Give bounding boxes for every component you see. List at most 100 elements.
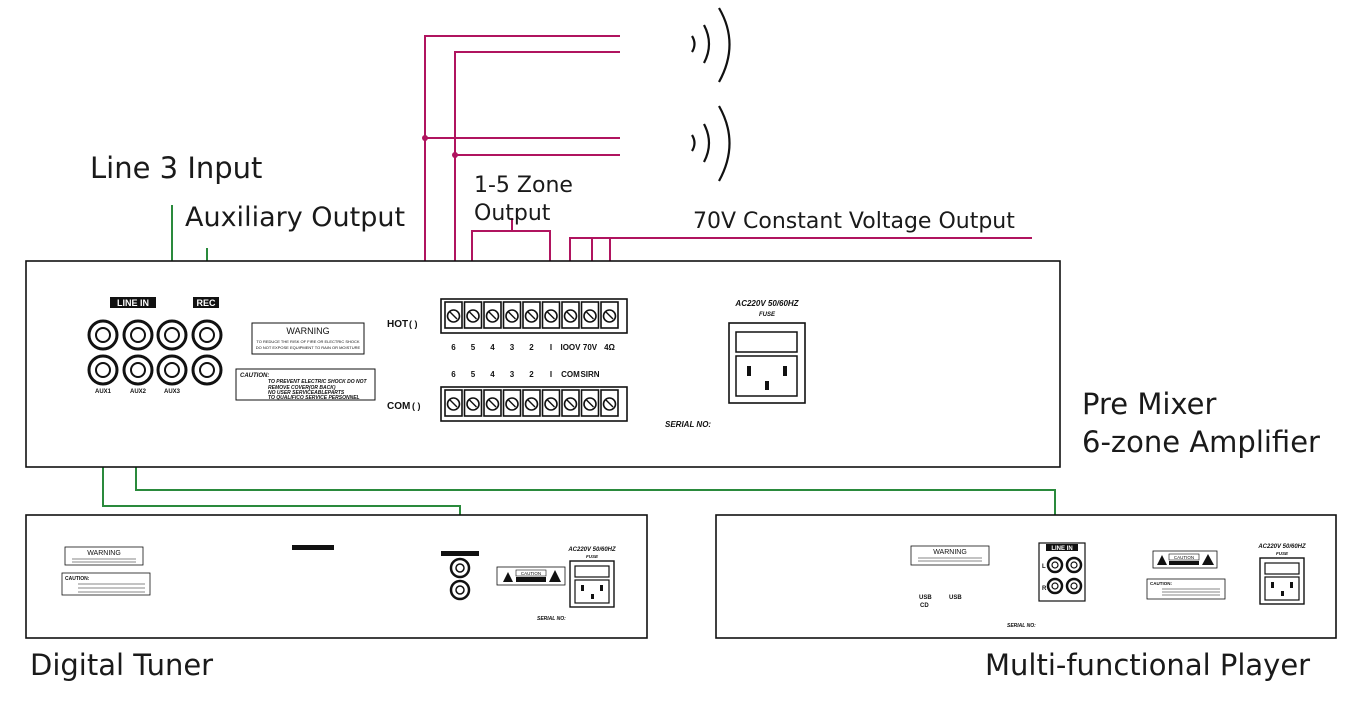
speaker-2-icon [691, 105, 731, 182]
amplifier-panel: LINE IN REC AUX1 AUX2 AUX3 WARNING TO RE… [25, 260, 1061, 468]
aux1-label: AUX1 [95, 389, 112, 395]
rca-jack-2[interactable] [122, 319, 154, 351]
zone-output-label-1: 1-5 Zone [474, 173, 573, 198]
com-number-2: 5 [471, 370, 476, 379]
com-terminal-6[interactable] [541, 389, 561, 417]
player-cd-label: CD [920, 603, 929, 609]
tuner-panel: WARNING CAUTION: CAUTION AC220V 50/60H [25, 514, 648, 639]
svg-text:CAUTION:: CAUTION: [65, 576, 90, 582]
player-right-label: R [1042, 586, 1047, 592]
rca-jack-6[interactable] [122, 354, 154, 386]
tuner-power-label: AC220V 50/60HZ [567, 547, 616, 553]
hot-number-5: 2 [529, 343, 534, 352]
hot-terminal-7[interactable] [561, 301, 580, 329]
player-rca-in-r2[interactable] [1065, 577, 1083, 595]
tuner-model-strip [292, 545, 334, 550]
hot-number-9: 4Ω [604, 343, 615, 352]
warning-box: WARNING TO REDUCE THE RISK OF FIRE OR EL… [251, 322, 365, 355]
aux2-label: AUX2 [130, 389, 147, 395]
hot-terminal-3[interactable] [483, 301, 502, 329]
pre-mixer-label: Pre Mixer [1082, 387, 1217, 421]
tuner-power-socket[interactable] [569, 560, 615, 608]
hot-number-6: I [550, 343, 552, 352]
hot-number-3: 4 [490, 343, 495, 352]
hot-terminal-2[interactable] [463, 301, 483, 329]
com-number-7: COM [561, 370, 580, 379]
hot-paren: ( ) [409, 319, 418, 329]
hot-terminal-5[interactable] [522, 301, 541, 329]
svg-text:NO USER SERVICEABLEPARTS: NO USER SERVICEABLEPARTS [268, 390, 345, 396]
rec-text: REC [196, 298, 216, 308]
line-in-text: LINE IN [117, 298, 149, 308]
svg-text:TO QUALIFICO SERVICE PERSONNEL: TO QUALIFICO SERVICE PERSONNEL [268, 395, 360, 401]
rca-jack-7[interactable] [156, 354, 188, 386]
svg-text:DO NOT EXPOSE EQUIPMENT TO RAI: DO NOT EXPOSE EQUIPMENT TO RAIN OR MOIST… [256, 345, 361, 350]
rca-jack-1[interactable] [87, 319, 119, 351]
player-serial-label: SERIAL NO: [1007, 623, 1036, 629]
aux3-label: AUX3 [164, 389, 181, 395]
hot-terminal-9[interactable] [600, 301, 619, 329]
svg-text:WARNING: WARNING [87, 550, 121, 557]
com-terminal-4[interactable] [502, 389, 522, 417]
amp-fuse-label: FUSE [759, 312, 776, 318]
hot-terminal-1[interactable] [444, 301, 463, 329]
com-number-4: 3 [510, 370, 515, 379]
com-terminal-5[interactable] [522, 389, 541, 417]
player-rca-in-r1[interactable] [1046, 577, 1064, 595]
rca-jack-5[interactable] [87, 354, 119, 386]
player-usb-label: USB [919, 595, 932, 601]
player-warning-box: WARNING [910, 545, 990, 566]
line3-input-label: Line 3 Input [90, 151, 262, 185]
player-rca-in-l1[interactable] [1046, 556, 1064, 574]
com-terminal-7[interactable] [561, 389, 580, 417]
hot-terminal-block [440, 298, 628, 334]
com-number-1: 6 [451, 370, 456, 379]
com-terminal-9[interactable] [600, 389, 619, 417]
player-caution-box: CAUTION: [1146, 578, 1226, 600]
com-number-6: I [550, 370, 552, 379]
hot-label: HOT [387, 319, 408, 330]
hot-terminal-8[interactable] [580, 301, 600, 329]
com-number-5: 2 [529, 370, 534, 379]
speaker-1-icon [691, 7, 731, 83]
tuner-rca-out-1[interactable] [449, 557, 471, 579]
player-rca-in-l2[interactable] [1065, 556, 1083, 574]
com-number-3: 4 [490, 370, 495, 379]
svg-text:WARNING: WARNING [286, 326, 329, 336]
amplifier-label: 6-zone Amplifier [1082, 425, 1320, 459]
hot-number-8: 70V [583, 343, 598, 352]
hot-number-1: 6 [451, 343, 456, 352]
player-line-in-block: LINE IN L R [1038, 542, 1086, 602]
tuner-line-out-badge [441, 551, 479, 556]
caution-box: CAUTION: TO PREVENT ELECTRIC SHOCK DO NO… [235, 368, 376, 401]
player-label: Multi-functional Player [985, 648, 1310, 682]
com-terminal-8[interactable] [580, 389, 600, 417]
svg-text:LINE IN: LINE IN [1051, 546, 1072, 552]
amp-power-label: AC220V 50/60HZ [734, 299, 799, 308]
tuner-serial-label: SERIAL NO: [537, 616, 566, 622]
com-paren: ( ) [412, 401, 421, 411]
rca-jack-3[interactable] [156, 319, 188, 351]
tuner-caution-box: CAUTION: [61, 572, 151, 596]
constant-voltage-label: 70V Constant Voltage Output [693, 209, 1015, 234]
com-terminal-1[interactable] [444, 389, 463, 417]
com-terminal-3[interactable] [483, 389, 502, 417]
rca-jack-8[interactable] [191, 354, 223, 386]
svg-text:CAUTION:: CAUTION: [1150, 581, 1172, 586]
hot-terminal-6[interactable] [541, 301, 561, 329]
rec-badge [193, 297, 219, 308]
player-power-socket[interactable] [1259, 557, 1305, 605]
amp-power-socket[interactable] [728, 322, 806, 404]
tuner-warning-box: WARNING [64, 546, 144, 566]
rca-jack-4[interactable] [191, 319, 223, 351]
svg-text:WARNING: WARNING [933, 549, 967, 556]
tuner-rca-out-2[interactable] [449, 579, 471, 601]
player-left-label: L [1042, 564, 1046, 570]
svg-text:CAUTION: CAUTION [1174, 555, 1194, 560]
com-terminal-2[interactable] [463, 389, 483, 417]
player-caution-label: CAUTION [1152, 550, 1218, 569]
hot-terminal-4[interactable] [502, 301, 522, 329]
zone-output-label-2: Output [474, 201, 551, 226]
